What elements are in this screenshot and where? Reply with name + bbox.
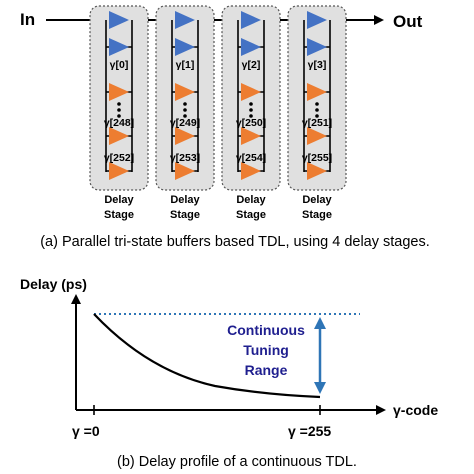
caption-b: (b) Delay profile of a continuous TDL. xyxy=(117,454,357,470)
gamma-code-label: γ[3] xyxy=(308,59,327,71)
stage-label-line1: Delay xyxy=(170,194,200,206)
stage-label-line1: Delay xyxy=(236,194,266,206)
ellipsis-dot xyxy=(249,108,253,112)
tristate-buffer-icon xyxy=(175,11,195,29)
tristate-buffer-icon xyxy=(241,83,261,101)
stage-label-line2: Stage xyxy=(302,209,332,221)
gamma-code-label: γ[248] xyxy=(104,117,134,129)
ellipsis-dot xyxy=(249,102,253,106)
stage-label-line2: Stage xyxy=(236,209,266,221)
tristate-buffer-icon xyxy=(307,38,327,56)
ellipsis-dot xyxy=(249,114,253,118)
tristate-buffer-icon xyxy=(175,127,195,145)
y-axis-label: Delay (ps) xyxy=(20,276,87,292)
delay-curve xyxy=(93,313,321,399)
ellipsis-dot xyxy=(315,108,319,112)
gamma-code-label: γ[250] xyxy=(236,117,266,129)
caption-a: (a) Parallel tri-state buffers based TDL… xyxy=(40,234,430,250)
gamma-code-label: γ[0] xyxy=(110,59,129,71)
ellipsis-dot xyxy=(117,108,121,112)
x-tick-label-end: γ =255 xyxy=(288,423,331,439)
stage-box xyxy=(89,5,149,191)
ellipsis-dot xyxy=(315,114,319,118)
ellipsis-dot xyxy=(183,108,187,112)
ellipsis-dot xyxy=(117,102,121,106)
tristate-buffer-icon xyxy=(175,38,195,56)
gamma-code-label: γ[1] xyxy=(176,59,195,71)
stage-label-line1: Delay xyxy=(104,194,134,206)
tristate-buffer-icon xyxy=(241,11,261,29)
stage-box xyxy=(155,5,215,191)
annotation-line1: Continuous xyxy=(227,322,305,338)
gamma-code-label: γ[249] xyxy=(170,117,200,129)
delay-profile-plot: Delay (ps) γ-code γ =0 γ =255 Continuous… xyxy=(20,276,438,470)
tristate-buffer-icon xyxy=(307,11,327,29)
tristate-buffer-icon xyxy=(307,83,327,101)
tristate-buffer-icon xyxy=(241,38,261,56)
gamma-code-label: γ[2] xyxy=(242,59,261,71)
gamma-code-label: γ[255] xyxy=(302,152,332,164)
gamma-code-label: γ[253] xyxy=(170,152,200,164)
stage-label-line1: Delay xyxy=(302,194,332,206)
gamma-code-label: γ[251] xyxy=(302,117,332,129)
tristate-buffer-icon xyxy=(109,83,129,101)
tristate-buffer-icon xyxy=(109,38,129,56)
tristate-buffer-icon xyxy=(307,162,327,180)
output-label: Out xyxy=(393,12,423,31)
tristate-buffer-icon xyxy=(175,83,195,101)
x-axis-label: γ-code xyxy=(393,402,438,418)
ellipsis-dot xyxy=(183,114,187,118)
ellipsis-dot xyxy=(117,114,121,118)
tristate-buffer-icon xyxy=(109,127,129,145)
tristate-buffer-icon xyxy=(109,11,129,29)
annotation-line3: Range xyxy=(245,362,288,378)
tristate-buffer-icon xyxy=(175,162,195,180)
annotation-line2: Tuning xyxy=(243,342,289,358)
x-tick-label-start: γ =0 xyxy=(72,423,100,439)
stage-box xyxy=(287,5,347,191)
stage-label-line2: Stage xyxy=(170,209,200,221)
tristate-buffer-icon xyxy=(307,127,327,145)
stage-box xyxy=(221,5,281,191)
tristate-buffer-icon xyxy=(109,162,129,180)
gamma-code-label: γ[254] xyxy=(236,152,266,164)
gamma-code-label: γ[252] xyxy=(104,152,134,164)
ellipsis-dot xyxy=(183,102,187,106)
tristate-buffer-icon xyxy=(241,127,261,145)
tristate-buffer-icon xyxy=(241,162,261,180)
stage-label-line2: Stage xyxy=(104,209,134,221)
ellipsis-dot xyxy=(315,102,319,106)
input-label: In xyxy=(20,10,35,29)
